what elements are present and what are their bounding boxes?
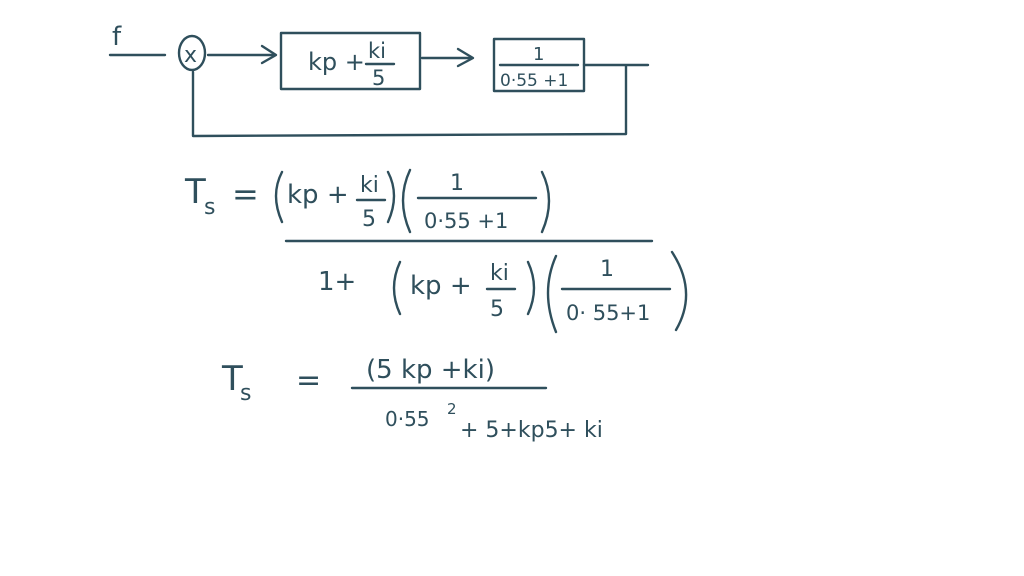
summing-label: x bbox=[184, 43, 197, 68]
eq1-paren-close-1 bbox=[386, 170, 396, 224]
eq2-den-part2: + 5+kp5+ ki bbox=[460, 418, 603, 443]
eq1-den-kp: kp + bbox=[410, 271, 472, 301]
eq1-num-ki: ki bbox=[360, 173, 379, 198]
eq2-equals: = bbox=[296, 363, 321, 398]
eq1-den-frac-den: 0· 55+1 bbox=[566, 301, 650, 325]
eq1-den-paren-open-1 bbox=[392, 260, 402, 316]
eq1-num-frac-den: 0·55 +1 bbox=[424, 209, 508, 233]
eq1-lhs: T bbox=[184, 172, 206, 212]
eq1-den-paren-open-2 bbox=[546, 254, 558, 334]
eq1-den-paren-close-1 bbox=[526, 260, 536, 316]
eq1-lhs-sub: s bbox=[204, 195, 215, 220]
eq2-den-part1: 0·55 bbox=[385, 407, 430, 431]
eq1-num-five: 5 bbox=[362, 207, 376, 232]
plant-denominator: 0·55 +1 bbox=[500, 71, 568, 91]
input-label: f bbox=[112, 22, 122, 52]
eq1-paren-open-2 bbox=[401, 168, 412, 234]
arrow-head-1 bbox=[260, 44, 278, 65]
summing-junction bbox=[177, 34, 207, 72]
plant-numerator: 1 bbox=[533, 44, 544, 65]
eq2-lhs: T bbox=[221, 359, 243, 399]
eq1-num-kp: kp + bbox=[287, 180, 349, 210]
controller-ki: ki bbox=[368, 39, 386, 63]
eq1-equals: = bbox=[232, 175, 259, 213]
eq1-paren-open-1 bbox=[274, 170, 284, 224]
equation-1: T s = kp + ki 5 1 0·55 +1 1+ kp + ki 5 1… bbox=[184, 168, 688, 334]
eq1-den-frac-num: 1 bbox=[600, 257, 614, 282]
eq2-lhs-sub: s bbox=[240, 381, 251, 406]
eq1-den-prefix: 1+ bbox=[318, 267, 356, 297]
eq2-numerator: (5 kp +ki) bbox=[366, 355, 495, 385]
eq1-den-five: 5 bbox=[490, 297, 504, 322]
equation-2: T s = (5 kp +ki) 0·55 2 + 5+kp5+ ki bbox=[221, 355, 603, 443]
eq1-den-paren-close-2 bbox=[670, 250, 688, 332]
controller-kp: kp + bbox=[308, 48, 365, 76]
eq2-den-exp: 2 bbox=[447, 400, 457, 418]
block-diagram: f x kp + ki 5 1 0·55 +1 bbox=[108, 22, 650, 138]
eq1-den-ki: ki bbox=[490, 261, 509, 286]
controller-block bbox=[279, 31, 422, 91]
eq1-num-frac-num: 1 bbox=[450, 171, 464, 196]
arrow-head-2 bbox=[456, 47, 475, 68]
controller-five: 5 bbox=[372, 66, 385, 90]
eq1-paren-close-2 bbox=[540, 170, 551, 234]
feedback-path bbox=[191, 64, 628, 138]
